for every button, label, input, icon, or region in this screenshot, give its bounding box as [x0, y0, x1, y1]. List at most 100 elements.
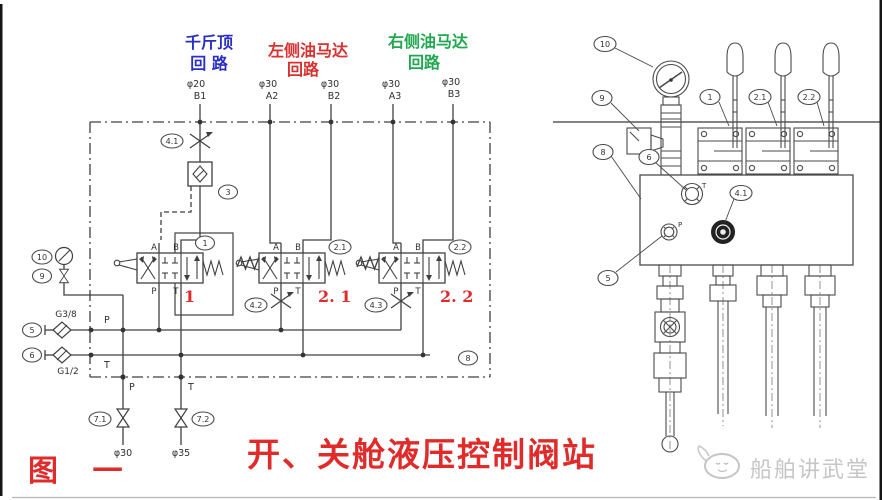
port-b3-name: B3 [448, 89, 461, 100]
balloon-2-1: 2.1 [328, 239, 352, 255]
directional-valve-1 [113, 242, 224, 298]
assembly-drawing: T P [553, 35, 882, 453]
left-motor-circuit-label-line1: 左侧油马达 [267, 41, 348, 60]
right-motor-circuit-label-line2: 回路 [408, 53, 441, 72]
circuit-labels: 千斤顶 回 路 左侧油马达 回路 右侧油马达 回路 [185, 32, 468, 79]
t-rail-label: T [103, 360, 110, 371]
svg-text:10: 10 [600, 40, 610, 49]
lever-knob-3 [822, 42, 840, 77]
top-port-labels: φ20 B1 φ30 A2 φ30 B2 φ30 A3 φ30 B3 [187, 77, 460, 102]
left-schematic: 千斤顶 回 路 左侧油马达 回路 右侧油马达 回路 φ20 B1 φ30 A2 … [21, 32, 491, 459]
jack-circuit-label-line2: 回 路 [190, 54, 229, 73]
svg-text:2.2: 2.2 [454, 243, 467, 252]
assembly-balloon-2-1: 2.1 [748, 88, 772, 106]
valve-2-1-left-spring [236, 255, 260, 271]
t-port: T [680, 182, 707, 206]
pilot-check-valve-symbol [187, 161, 213, 187]
pressure-switch [626, 127, 664, 155]
svg-text:4.2: 4.2 [250, 301, 263, 310]
svg-text:10: 10 [37, 253, 47, 262]
assembly-balloon-6: 6 [638, 148, 660, 166]
svg-text:5: 5 [29, 326, 34, 335]
valve-body-1 [697, 127, 743, 175]
valve-body-2 [745, 127, 791, 175]
drain-valve-7-2 [174, 408, 188, 428]
lever-knob-1 [726, 42, 744, 77]
balloon-9: 9 [31, 268, 53, 284]
svg-text:6: 6 [646, 153, 651, 162]
p-rail-label: P [104, 315, 110, 326]
valve-bodies [697, 127, 839, 175]
lever-knob-2 [774, 42, 792, 77]
port-a2-dia: φ30 [259, 79, 277, 90]
balloon-2-2: 2.2 [448, 239, 472, 255]
svg-text:5: 5 [605, 274, 610, 283]
p-port: P [660, 221, 682, 241]
svg-text:8: 8 [600, 148, 605, 157]
balloon-8: 8 [457, 350, 479, 366]
throttle-port-4-1 [711, 220, 735, 244]
svg-text:1: 1 [202, 239, 207, 248]
assembly-balloon-9: 9 [591, 89, 613, 107]
p-inlet-check-valve [44, 321, 72, 339]
svg-text:2.1: 2.1 [754, 93, 767, 102]
port-a3-dia: φ30 [382, 79, 400, 90]
p-inlet-pipe-assembly [653, 264, 687, 453]
p-outlet-dia-label: φ30 [114, 448, 132, 459]
svg-text:3: 3 [225, 188, 230, 197]
pipe-3 [756, 264, 788, 428]
p-outlet-label: P [129, 382, 135, 393]
valve-2-2-left-spring [356, 255, 380, 271]
port-b2-name: B2 [328, 91, 341, 102]
port-b1-dia: φ20 [187, 79, 205, 90]
valve-2-2-red-tag: 2. 2 [440, 287, 473, 306]
balloon-7-1: 7.1 [88, 411, 112, 427]
schematic-balloons: 4.1 3 1 2.1 2.2 4.2 4.3 10 9 5 6 7.1 7.2… [21, 133, 479, 427]
t-inlet-check-valve [44, 346, 72, 364]
assembly-balloon-5: 5 [597, 269, 619, 287]
t-outlet-label: T [187, 382, 194, 393]
valve-1-red-tag: 1 [184, 287, 195, 306]
svg-text:6: 6 [29, 351, 34, 360]
svg-text:2.1: 2.1 [334, 243, 347, 252]
port-b3-dia: φ30 [442, 77, 460, 88]
control-levers [726, 42, 840, 148]
svg-text:4.3: 4.3 [370, 301, 383, 310]
valve-body-3 [793, 127, 839, 175]
balloon-4-3: 4.3 [364, 297, 388, 313]
drain-valve-7-1 [116, 408, 130, 428]
pressure-gauge-symbol [54, 246, 74, 266]
port-b1-name: B1 [194, 91, 207, 102]
balloon-7-2: 7.2 [191, 411, 215, 427]
assembly-balloon-8: 8 [592, 143, 614, 161]
whale-logo-icon [697, 444, 740, 479]
pipe-2 [709, 264, 737, 426]
t-inlet-thread-label: G1/2 [57, 367, 78, 377]
p-inlet-thread-label: G3/8 [55, 310, 77, 320]
pipe-4 [804, 264, 836, 428]
svg-text:7.1: 7.1 [94, 415, 107, 424]
balloon-4-1: 4.1 [160, 133, 184, 149]
balloon-1: 1 [194, 235, 216, 251]
assembly-balloon-10: 10 [593, 35, 617, 53]
svg-text:7.2: 7.2 [197, 415, 210, 424]
right-motor-circuit-label-line1: 右侧油马达 [388, 32, 468, 51]
p-port-label: P [678, 221, 682, 229]
figure-number-label: 图 一 [28, 454, 134, 489]
gauge-stand-column [660, 104, 682, 176]
svg-text:1: 1 [707, 93, 712, 102]
manifold-block [639, 174, 854, 266]
svg-text:4.1: 4.1 [166, 137, 179, 146]
watermark: 船舶讲武堂 [697, 444, 868, 483]
svg-text:9: 9 [39, 272, 44, 281]
t-outlet-dia-label: φ35 [172, 448, 190, 459]
jack-circuit-label-line1: 千斤顶 [185, 33, 233, 52]
left-motor-circuit-label-line2: 回路 [287, 60, 320, 79]
balloon-4-2: 4.2 [244, 297, 268, 313]
gauge-isolating-valve-symbol [59, 268, 69, 284]
t-port-label: T [701, 182, 707, 190]
port-a2-name: A2 [266, 91, 279, 102]
